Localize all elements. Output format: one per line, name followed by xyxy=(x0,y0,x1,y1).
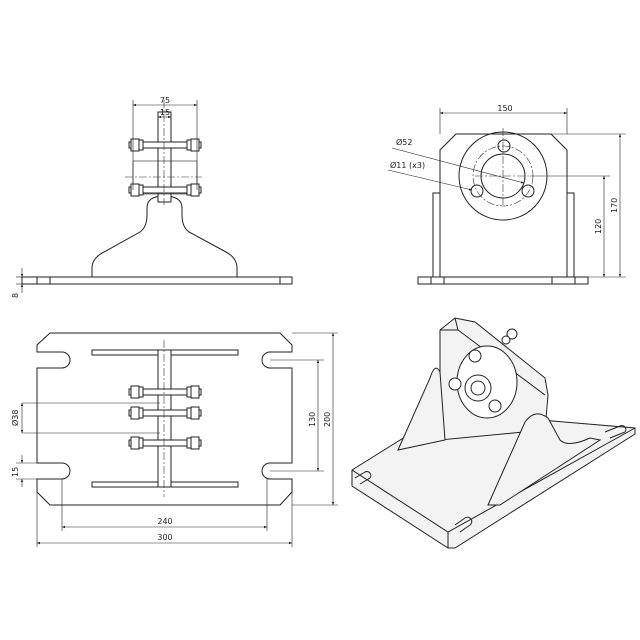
isometric-view xyxy=(351,317,636,549)
center-plate xyxy=(157,111,172,203)
dim-bore-diameter: Ø52 xyxy=(396,137,412,147)
front-view: 75 15 8 xyxy=(11,96,293,298)
base-plate-top xyxy=(36,332,293,506)
dim-length: 300 xyxy=(157,533,172,542)
dim-side-width: 150 xyxy=(497,104,512,113)
top-view: Ø38 15 130 200 240 300 xyxy=(10,332,338,547)
dim-side-height: 170 xyxy=(610,198,619,213)
dim-slot-length: 240 xyxy=(157,517,172,526)
iso-gusset-left xyxy=(397,367,446,451)
side-view: 150 Ø52 Ø11 (x3) 120 170 xyxy=(387,104,626,285)
dim-front-thickness: 8 xyxy=(11,293,20,298)
dim-front-width: 75 xyxy=(160,96,170,105)
dim-center-height: 120 xyxy=(594,219,603,234)
dim-shaft-diameter: Ø38 xyxy=(10,410,20,426)
dim-slot-width: 15 xyxy=(11,467,20,477)
support-bracket xyxy=(91,195,238,277)
dim-front-plate: 15 xyxy=(160,108,170,117)
dim-depth: 200 xyxy=(323,412,332,427)
iso-gusset-right xyxy=(487,413,602,506)
upright-plate xyxy=(439,133,568,277)
dim-hole-diameter: Ø11 (x3) xyxy=(390,160,425,170)
base-plate xyxy=(21,276,293,285)
dim-slot-spacing: 130 xyxy=(308,412,317,427)
